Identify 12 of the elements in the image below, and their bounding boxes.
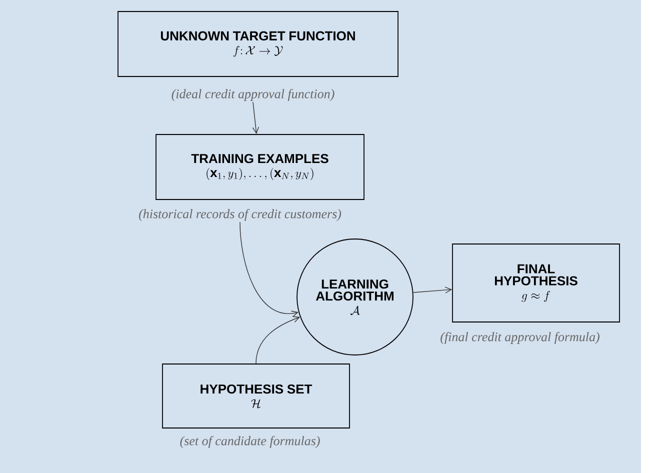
- node-label: (set of candidate formulas): [180, 436, 320, 448]
- node-label: (final credit approval formula): [440, 332, 600, 344]
- process-box: TRAINING EXAMPLES $(\mathbf{x}_1, y_1), \ldots, (\mathbf{x}_N, y_N)$: [156, 134, 364, 200]
- arrow: [252, 102, 260, 134]
- process-box: FINAL HYPOTHESIS $g \approx f$: [452, 244, 620, 322]
- node-label: (historical records of credit customers): [139, 209, 342, 221]
- arrow: [256, 316, 300, 364]
- arrow: [412, 286, 452, 294]
- arrow: [240, 222, 299, 318]
- process-box: UNKNOWN TARGET FUNCTION $f\colon \mathcal{X} \to \mathcal{Y}$: [118, 11, 398, 77]
- node-label: (ideal credit approval function): [172, 89, 334, 101]
- process-box: HYPOTHESIS SET $\mathcal{H}$: [162, 364, 350, 428]
